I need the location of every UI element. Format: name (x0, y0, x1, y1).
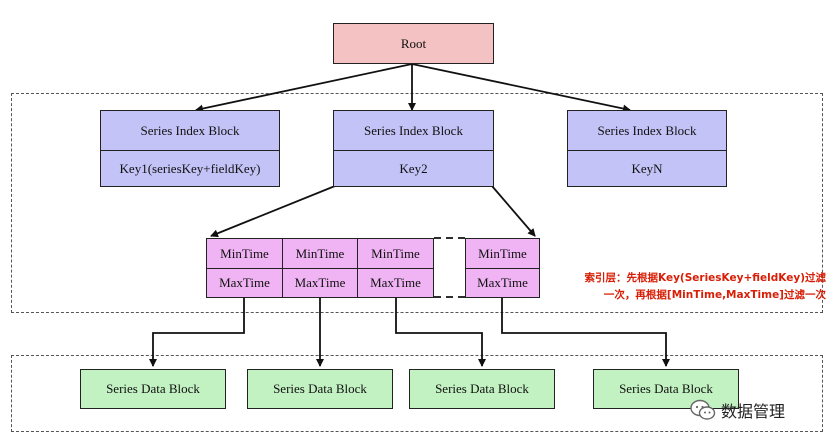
time-2-min: MinTime (282, 238, 358, 269)
key2-to-time-block-right-arrow (491, 185, 536, 237)
data-block-2: Series Data Block (247, 369, 393, 409)
time-1-to-data-1-arrow (149, 298, 245, 367)
annotation-line-2: 一次，再根据[MinTime,MaxTime]过滤一次 (603, 289, 826, 301)
time-2-max: MaxTime (282, 268, 358, 298)
time-1-max: MaxTime (206, 268, 283, 298)
time-4-max: MaxTime (465, 268, 540, 298)
time-1-min: MinTime (206, 238, 283, 269)
index-filter-annotation: 索引层：先根据Key(SeriesKey+fieldKey)过滤 一次，再根据[… (548, 270, 827, 306)
time-3-to-data-3-arrow (395, 298, 486, 367)
index-block-1-header: Series Index Block (100, 110, 280, 151)
root-to-index-1-arrow (195, 63, 413, 113)
root-to-index-3-arrow (411, 63, 631, 113)
annotation-line-1: 索引层：先根据Key(SeriesKey+fieldKey)过滤 (584, 272, 827, 284)
key2-to-time-block-left-arrow (210, 185, 336, 238)
watermark-text: 数据管理 (721, 402, 786, 421)
index-block-2-header: Series Index Block (333, 110, 494, 151)
index-block-1-key: Key1(seriesKey+fieldKey) (100, 150, 280, 187)
data-block-4: Series Data Block (593, 369, 739, 409)
data-layer-region (11, 355, 823, 432)
watermark: 数据管理 (690, 396, 826, 424)
index-block-2-key: Key2 (333, 150, 494, 187)
data-block-1: Series Data Block (80, 369, 226, 409)
time-4-min: MinTime (465, 238, 540, 269)
wechat-icon (690, 399, 716, 420)
data-block-3: Series Data Block (409, 369, 555, 409)
index-block-3-key: KeyN (567, 150, 727, 187)
time-3-max: MaxTime (357, 268, 434, 298)
time-4-to-data-4-arrow (501, 298, 670, 367)
index-layer-region (11, 93, 823, 313)
root-node: Root (333, 23, 494, 64)
time-3-min: MinTime (357, 238, 434, 269)
index-block-3-header: Series Index Block (567, 110, 727, 151)
